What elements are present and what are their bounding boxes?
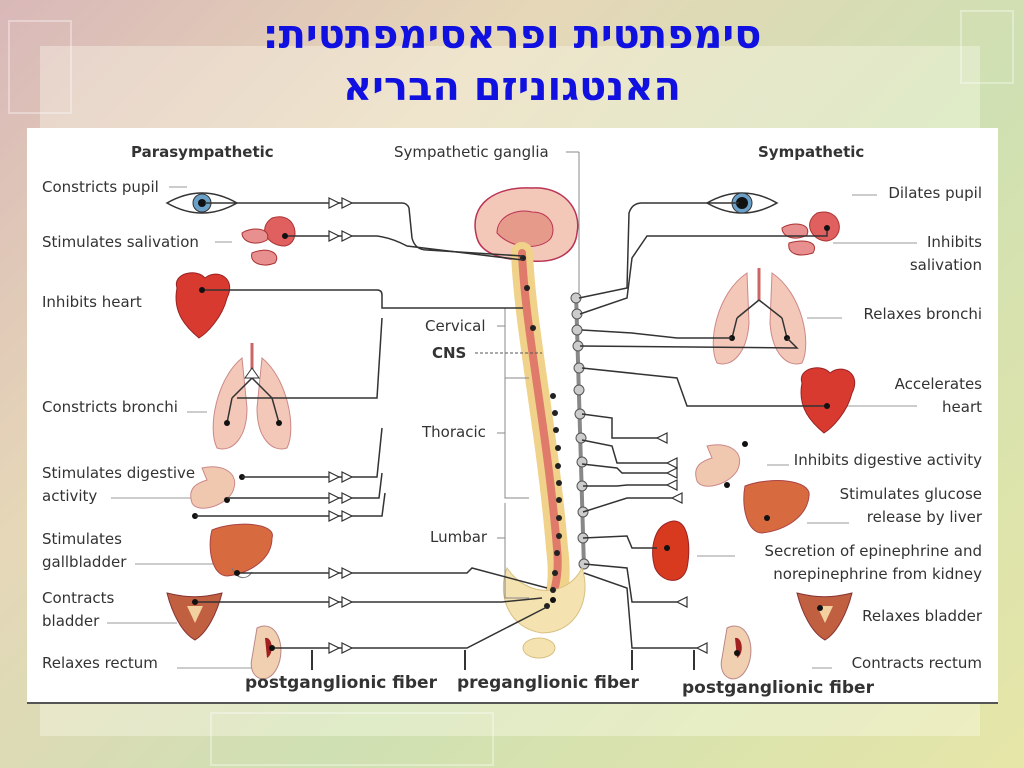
- label-stimulates: Stimulates: [42, 530, 122, 548]
- label-inhibits-heart: Inhibits heart: [42, 293, 142, 311]
- label-constricts-bronchi: Constricts bronchi: [42, 398, 178, 416]
- label-relaxes-rectum: Relaxes rectum: [42, 654, 158, 672]
- label-dilates-pupil: Dilates pupil: [888, 184, 982, 202]
- label-contracts: Contracts: [42, 589, 115, 607]
- label-bladder: bladder: [42, 612, 100, 630]
- label-preganglionic-fiber: preganglionic fiber: [457, 673, 640, 693]
- label-relaxes-bladder: Relaxes bladder: [862, 607, 983, 625]
- label-heart: heart: [942, 398, 982, 416]
- background-tile: [210, 712, 494, 766]
- background-tile: [8, 20, 72, 114]
- diagram-panel: Parasympathetic Sympathetic ganglia Symp…: [27, 128, 998, 704]
- liver-icon: [209, 523, 273, 578]
- lungs-icon: [212, 343, 292, 450]
- label-constricts-pupil: Constricts pupil: [42, 178, 159, 196]
- label-release-by-liver: release by liver: [867, 508, 983, 526]
- slide-title-line-2: האנטגוניזם הבריא: [342, 64, 682, 110]
- stomach-icon: [190, 466, 245, 519]
- label-accelerates: Accelerates: [895, 375, 983, 393]
- label-postganglionic-fiber-left: postganglionic fiber: [245, 673, 438, 693]
- kidney-adrenal-icon: [652, 520, 690, 581]
- label-gallbladder: gallbladder: [42, 553, 127, 571]
- rectum-icon: [250, 625, 282, 680]
- background-tile: [960, 10, 1014, 84]
- bladder-icon: [796, 592, 853, 641]
- label-secretion-epinephrine: Secretion of epinephrine and: [764, 542, 982, 560]
- label-cervical: Cervical: [425, 317, 486, 335]
- label-stimulates-digestive: Stimulates digestive: [42, 464, 195, 482]
- label-postganglionic-fiber-right: postganglionic fiber: [682, 678, 875, 698]
- label-cns: CNS: [432, 344, 466, 362]
- label-norepinephrine-kidney: norepinephrine from kidney: [773, 565, 982, 583]
- stomach-icon: [695, 444, 741, 487]
- bladder-icon: [166, 592, 223, 641]
- label-stimulates-glucose: Stimulates glucose: [840, 485, 982, 503]
- label-inhibits-digestive: Inhibits digestive activity: [794, 451, 982, 469]
- pelvis-icon: [502, 566, 586, 659]
- nervous-system-diagram: Parasympathetic Sympathetic ganglia Symp…: [42, 143, 983, 698]
- label-lumbar: Lumbar: [430, 528, 488, 546]
- header-sympathetic: Sympathetic: [758, 143, 864, 161]
- heart-icon: [175, 272, 230, 339]
- heart-icon: [800, 367, 855, 434]
- right-labels: Dilates pupil Inhibits salivation Relaxe…: [764, 184, 982, 672]
- sympathetic-chain-icon: [570, 292, 590, 570]
- salivary-gland-icon: [781, 211, 840, 256]
- lungs-icon: [712, 268, 807, 365]
- salivary-gland-icon: [241, 216, 296, 266]
- header-sympathetic-ganglia: Sympathetic ganglia: [394, 143, 549, 161]
- header-parasympathetic: Parasympathetic: [131, 143, 274, 161]
- left-labels: Constricts pupil Stimulates salivation I…: [42, 178, 199, 672]
- label-salivation: salivation: [910, 256, 982, 274]
- label-thoracic: Thoracic: [421, 423, 486, 441]
- label-stimulates-salivation: Stimulates salivation: [42, 233, 199, 251]
- slide-title-line-1: סימפתטית ופראסימפתטית:: [262, 12, 762, 58]
- label-digestive-activity: activity: [42, 487, 97, 505]
- label-inhibits: Inhibits: [927, 233, 982, 251]
- liver-icon: [743, 480, 810, 534]
- label-relaxes-bronchi: Relaxes bronchi: [863, 305, 982, 323]
- label-contracts-rectum: Contracts rectum: [852, 654, 982, 672]
